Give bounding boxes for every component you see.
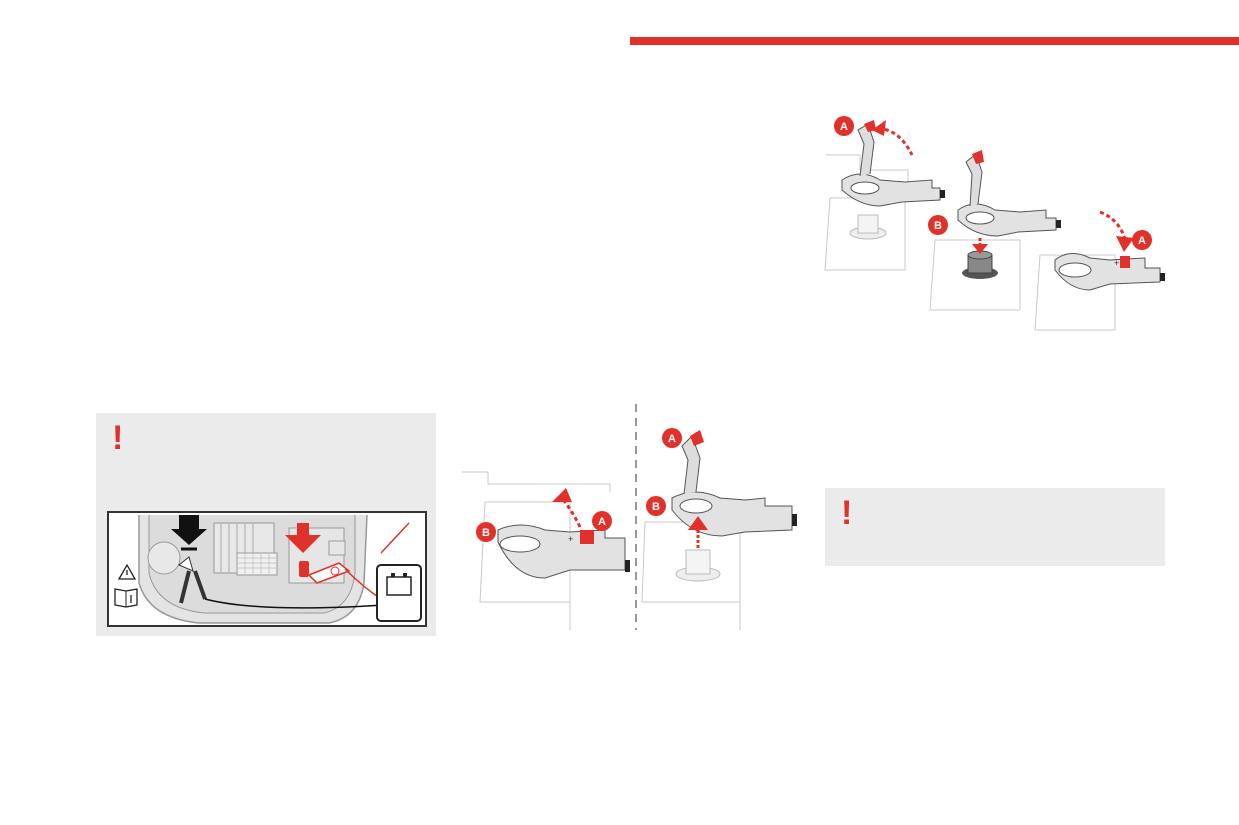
manual-info-icon xyxy=(114,588,138,608)
positive-arrow-icon xyxy=(285,523,321,553)
warning-box-right: ! xyxy=(825,488,1165,566)
label-a: A xyxy=(840,121,848,133)
label-a: A xyxy=(598,516,606,528)
engine-bay-illustration xyxy=(114,514,422,624)
plus-sign: + xyxy=(568,534,573,544)
clamp-1-open xyxy=(841,120,945,207)
clamp-2-half-open xyxy=(957,150,1061,237)
label-b: B xyxy=(482,527,490,539)
terminal-connection-illustration-bottom: + A B A B xyxy=(462,404,797,630)
label-b: B xyxy=(934,220,942,232)
warning-exclamation: ! xyxy=(112,419,124,457)
warning-triangle-icon xyxy=(117,563,137,580)
section-header-bar xyxy=(630,37,1239,45)
label-b: B xyxy=(652,501,660,513)
terminal-connection-illustration-top: A B + A xyxy=(824,116,1165,331)
negative-arrow-icon xyxy=(171,515,207,545)
battery-charger-icon xyxy=(376,564,422,622)
battery-charging-diagram xyxy=(107,511,427,627)
plus-sign: + xyxy=(1114,258,1119,268)
warning-box-left: ! xyxy=(96,413,436,636)
clamp-right-open xyxy=(671,430,797,537)
label-a: A xyxy=(668,433,676,445)
warning-exclamation: ! xyxy=(841,494,853,532)
label-a: A xyxy=(1138,235,1146,247)
clamp-3-closed: + xyxy=(1054,253,1165,291)
clamp-left-closed: + xyxy=(497,524,630,579)
